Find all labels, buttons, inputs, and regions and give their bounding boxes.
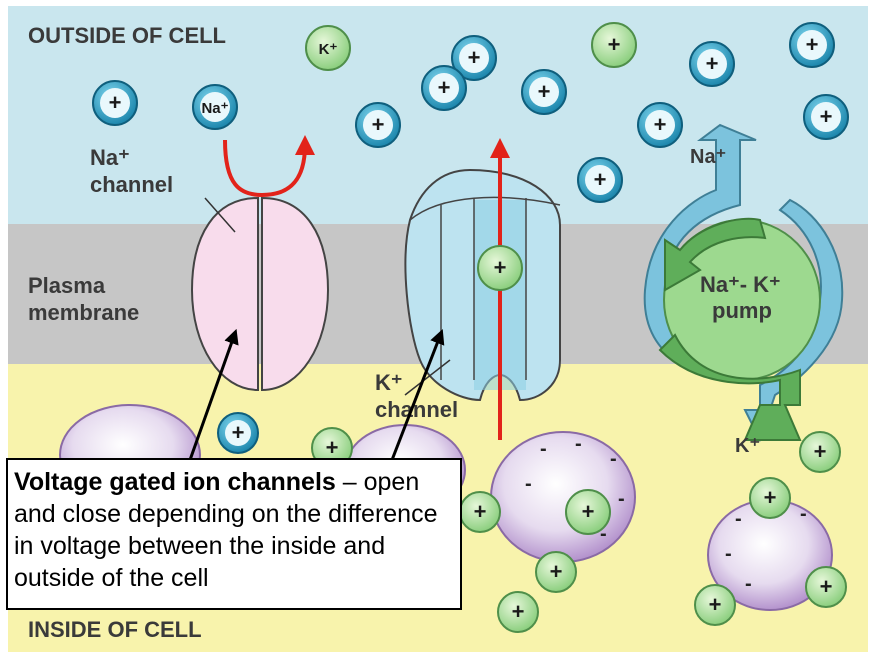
- na-k-pump: [643, 123, 844, 442]
- protein-3: - - - - - -: [490, 431, 636, 563]
- na-channel-label-2: channel: [90, 172, 173, 197]
- plus-sign: +: [232, 420, 245, 445]
- plus-sign: +: [820, 104, 833, 129]
- plus-sign: +: [538, 79, 551, 104]
- negative-charge: -: [618, 488, 625, 510]
- outside-label: OUTSIDE OF CELL: [28, 23, 226, 48]
- callout-box: Voltage gated ion channels – open and cl…: [6, 458, 462, 610]
- negative-charge: -: [525, 473, 532, 495]
- na-channel: [190, 196, 330, 392]
- negative-charge: -: [600, 523, 607, 545]
- k-ion: +: [497, 591, 539, 633]
- ion-label: K⁺: [319, 41, 338, 58]
- k-channel-label-2: channel: [375, 397, 458, 422]
- ion-label: Na⁺: [201, 100, 228, 117]
- na-ion: +: [689, 41, 735, 87]
- callout-body: open and close depending on the differen…: [14, 468, 438, 592]
- pump-k-arrow-label: K⁺: [735, 435, 760, 457]
- k-ion: +: [459, 491, 501, 533]
- k-ion: +: [805, 566, 847, 608]
- callout-arrow-na: [188, 328, 239, 461]
- callout-arrow-k: [390, 329, 445, 461]
- plus-sign: +: [764, 485, 777, 510]
- plus-sign: +: [474, 499, 487, 524]
- pump-na-arrow-label: Na⁺: [690, 146, 726, 168]
- plus-sign: +: [494, 255, 507, 280]
- na-channel-pointer: [204, 197, 236, 233]
- na-ion: +: [217, 412, 259, 454]
- na-ion: +: [789, 22, 835, 68]
- plus-sign: +: [326, 435, 339, 460]
- na-ion: +: [803, 94, 849, 140]
- na-ion: +: [92, 80, 138, 126]
- plus-sign: +: [512, 599, 525, 624]
- na-channel-label-1: Na⁺: [90, 145, 130, 170]
- negative-charge: -: [610, 448, 617, 470]
- negative-charge: -: [725, 543, 732, 565]
- pump-label-1: Na⁺- K⁺: [700, 272, 781, 297]
- k-ion: +: [477, 245, 523, 291]
- k-channel-pointer: [404, 359, 451, 396]
- na-ion: +: [355, 102, 401, 148]
- plus-sign: +: [806, 32, 819, 57]
- plus-sign: +: [109, 90, 122, 115]
- plus-sign: +: [594, 167, 607, 192]
- callout-title: Voltage gated ion channels: [14, 468, 336, 496]
- na-ion: +: [521, 69, 567, 115]
- membrane-label-2: membrane: [28, 300, 139, 325]
- na-ion: +: [577, 157, 623, 203]
- plus-sign: +: [372, 112, 385, 137]
- plus-sign: +: [654, 112, 667, 137]
- k-channel-label-1: K⁺: [375, 370, 403, 395]
- plus-sign: +: [709, 592, 722, 617]
- pump-label-2: pump: [712, 298, 772, 323]
- negative-charge: -: [735, 508, 742, 530]
- k-ion: +: [749, 477, 791, 519]
- negative-charge: -: [575, 433, 582, 455]
- k-ion: +: [565, 489, 611, 535]
- plus-sign: +: [550, 559, 563, 584]
- plus-sign: +: [814, 439, 827, 464]
- na-ion: +: [637, 102, 683, 148]
- negative-charge: -: [800, 503, 807, 525]
- plus-sign: +: [438, 75, 451, 100]
- membrane-label-1: Plasma: [28, 273, 106, 298]
- plus-sign: +: [820, 574, 833, 599]
- na-ion: +: [451, 35, 497, 81]
- negative-charge: -: [745, 573, 752, 595]
- plus-sign: +: [608, 32, 621, 57]
- plus-sign: +: [468, 45, 481, 70]
- negative-charge: -: [540, 438, 547, 460]
- callout-dash: –: [335, 468, 364, 496]
- k-ion: K⁺: [305, 25, 351, 71]
- inside-label: INSIDE OF CELL: [28, 617, 202, 642]
- na-ion: +: [421, 65, 467, 111]
- na-channel-red-arrow: [223, 135, 315, 198]
- k-ion: +: [799, 431, 841, 473]
- plus-sign: +: [706, 51, 719, 76]
- k-ion: +: [535, 551, 577, 593]
- plus-sign: +: [582, 499, 595, 524]
- k-ion: +: [591, 22, 637, 68]
- k-ion: +: [694, 584, 736, 626]
- na-ion: Na⁺: [192, 84, 238, 130]
